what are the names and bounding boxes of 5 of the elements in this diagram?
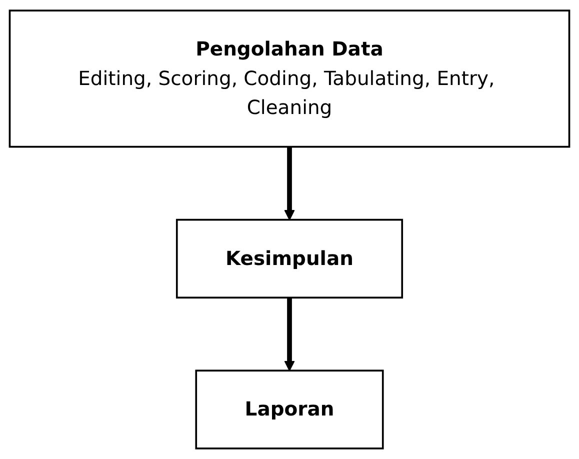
node-box: Pengolahan Data Editing, Scoring, Coding, Tabulating, Entry, Cleaning (8, 10, 570, 148)
arrow (284, 298, 295, 372)
node-box: Kesimpulan (176, 218, 404, 299)
arrow (284, 146, 295, 220)
node-box: Laporan (195, 370, 384, 450)
